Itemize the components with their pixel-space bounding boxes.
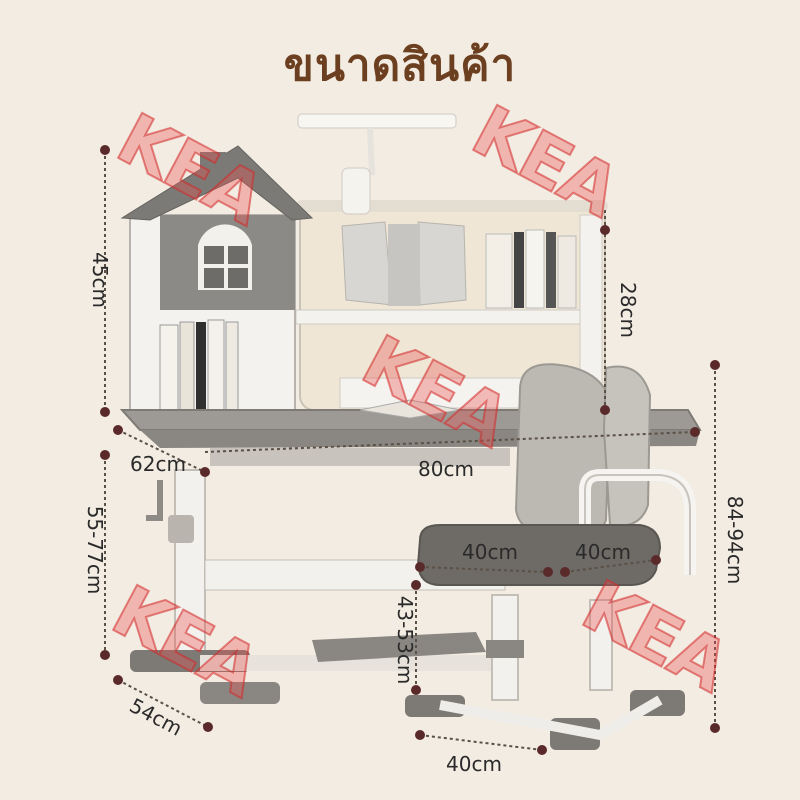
desk-height-label: 55-77cm <box>83 505 107 595</box>
shelf-height-label: 28cm <box>616 282 640 338</box>
chair-total-height-label: 84-94cm <box>723 495 747 585</box>
seat-height-label: 43-53cm <box>393 595 417 685</box>
page-title: ขนาดสินค้า <box>283 40 517 91</box>
desk-width-label: 80cm <box>418 457 474 481</box>
desk-depth-label: 62cm <box>130 452 186 476</box>
seat-width-label: 40cm <box>462 540 518 564</box>
chair-base-label: 40cm <box>446 752 502 776</box>
hutch-height-label: 45cm <box>88 252 112 308</box>
seat-depth-label: 40cm <box>575 540 631 564</box>
